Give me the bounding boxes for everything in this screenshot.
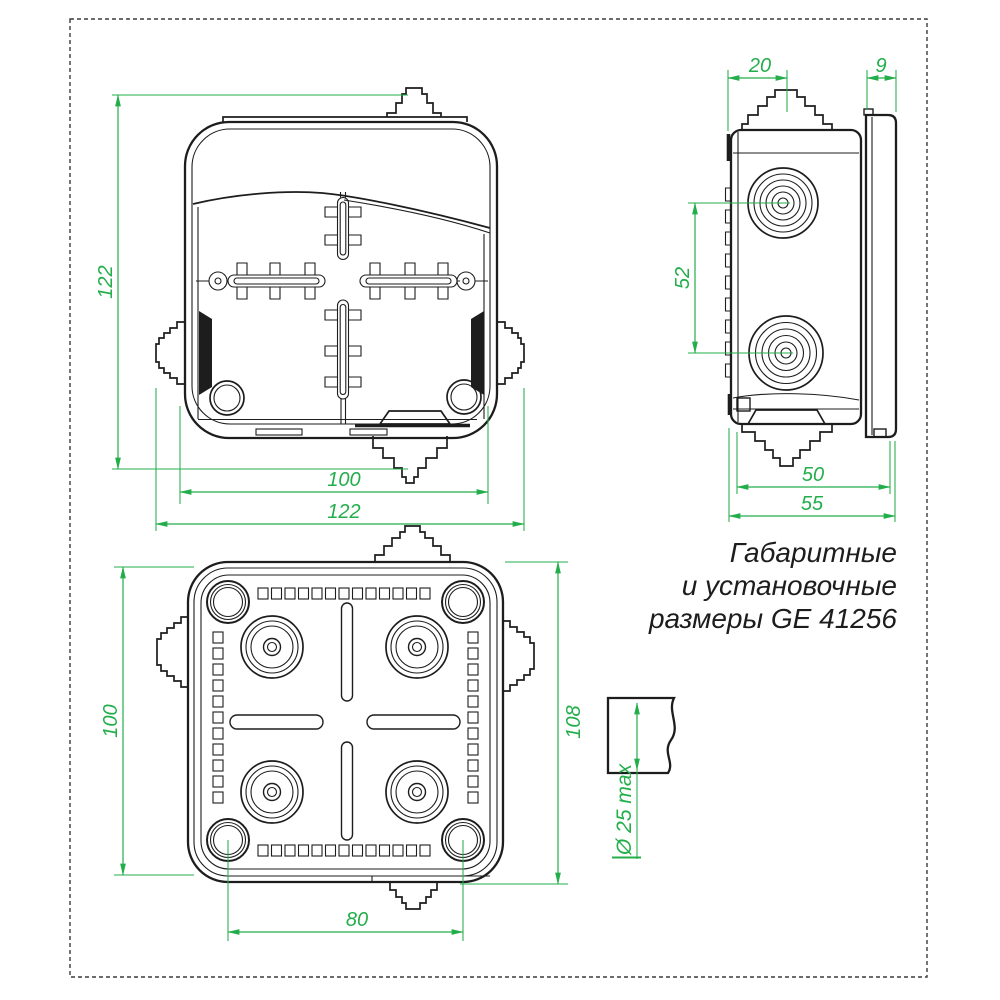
side-cover-top-notch — [863, 108, 874, 116]
dim-detail-max-diameter-label: Ø 25 max — [613, 762, 636, 856]
sheet-border — [69, 18, 928, 978]
lid-seam-line — [192, 191, 491, 229]
mounting-holes — [206, 580, 485, 862]
title-line-2: и установочные — [681, 570, 897, 601]
back-left-knockout — [156, 616, 188, 688]
bottom-edge-slot — [255, 428, 303, 436]
right-latch-wedge — [471, 311, 484, 395]
back-right-knockout — [503, 620, 535, 692]
back-box-outline — [186, 560, 505, 884]
front-top-knockout — [386, 87, 442, 117]
knockout-detail-dimension: Ø 25 max — [612, 702, 641, 859]
front-lid-plateau — [222, 116, 468, 122]
mount-tab — [378, 410, 452, 425]
side-body-outline — [729, 128, 863, 426]
screw-boss-inner — [213, 384, 241, 412]
dim-back-mount-spacing-label: 80 — [346, 909, 368, 931]
detail-section — [606, 696, 676, 775]
right-cable-anchor — [359, 262, 488, 300]
dim-side-knockout-offset-label: 20 — [748, 55, 771, 77]
title-block: Габаритные и установочные размеры GE 412… — [649, 536, 897, 635]
dim-front-lid-width-label: 100 — [327, 469, 360, 491]
side-mount-tab — [747, 409, 826, 425]
side-view — [724, 89, 898, 467]
side-cover-outline — [864, 113, 898, 439]
dim-side-body-depth-label: 50 — [802, 464, 824, 486]
front-view — [155, 87, 525, 484]
knockout-detail — [606, 696, 676, 775]
title-line-3: размеры GE 41256 — [648, 603, 897, 634]
screw-boss — [209, 380, 245, 416]
side-bottom-knockout — [741, 424, 833, 467]
vent-slots-left — [212, 631, 224, 804]
back-bottom-tab — [371, 875, 490, 882]
dim-back-body-height-label: 100 — [100, 704, 122, 737]
dim-front-height-label: 122 — [95, 265, 117, 298]
side-notch — [736, 397, 751, 412]
left-latch-wedge — [199, 311, 212, 395]
back-lid-outline — [200, 574, 491, 870]
dim-back-total-height-label: 108 — [563, 705, 585, 738]
dim-front-width-label: 122 — [327, 501, 360, 523]
dim-side-knockout-spacing-label: 52 — [672, 267, 694, 289]
bottom-edge-slot — [349, 428, 388, 436]
top-cable-anchor — [324, 192, 362, 261]
front-view-dimensions: 122 100 122 — [95, 94, 525, 531]
side-seam-wave — [732, 393, 860, 401]
screw-boss — [446, 379, 482, 415]
lid-seam-line-2 — [343, 199, 491, 234]
back-bottom-knockout — [389, 882, 438, 910]
back-top-knockout — [374, 525, 451, 562]
vent-slots-bottom — [257, 844, 431, 857]
side-top-knockout — [741, 89, 833, 130]
cable-knockouts — [240, 615, 449, 824]
title-line-1: Габаритные — [729, 537, 897, 568]
back-view-dimensions: 100 108 80 — [100, 561, 585, 941]
front-box-outline — [183, 120, 499, 440]
side-view-dimensions: 52 20 9 50 55 — [672, 55, 897, 522]
front-right-knockout — [497, 321, 525, 385]
front-box-inner-outline — [191, 128, 491, 425]
side-cover-bottom-notch — [873, 428, 887, 438]
back-box-inner-outline — [193, 567, 498, 877]
cross-slots — [229, 602, 461, 841]
side-ribs — [724, 187, 731, 378]
front-left-knockout — [155, 321, 185, 385]
screw-boss-inner — [450, 383, 478, 411]
left-cable-anchor — [196, 262, 326, 300]
dim-side-total-depth-label: 55 — [801, 493, 824, 515]
dim-side-cover-depth-label: 9 — [875, 55, 886, 77]
vent-slots-right — [467, 631, 479, 804]
vent-slots-top — [257, 587, 431, 600]
back-view — [156, 525, 535, 910]
bottom-cable-anchor — [324, 299, 362, 424]
front-bottom-knockout — [372, 436, 448, 484]
